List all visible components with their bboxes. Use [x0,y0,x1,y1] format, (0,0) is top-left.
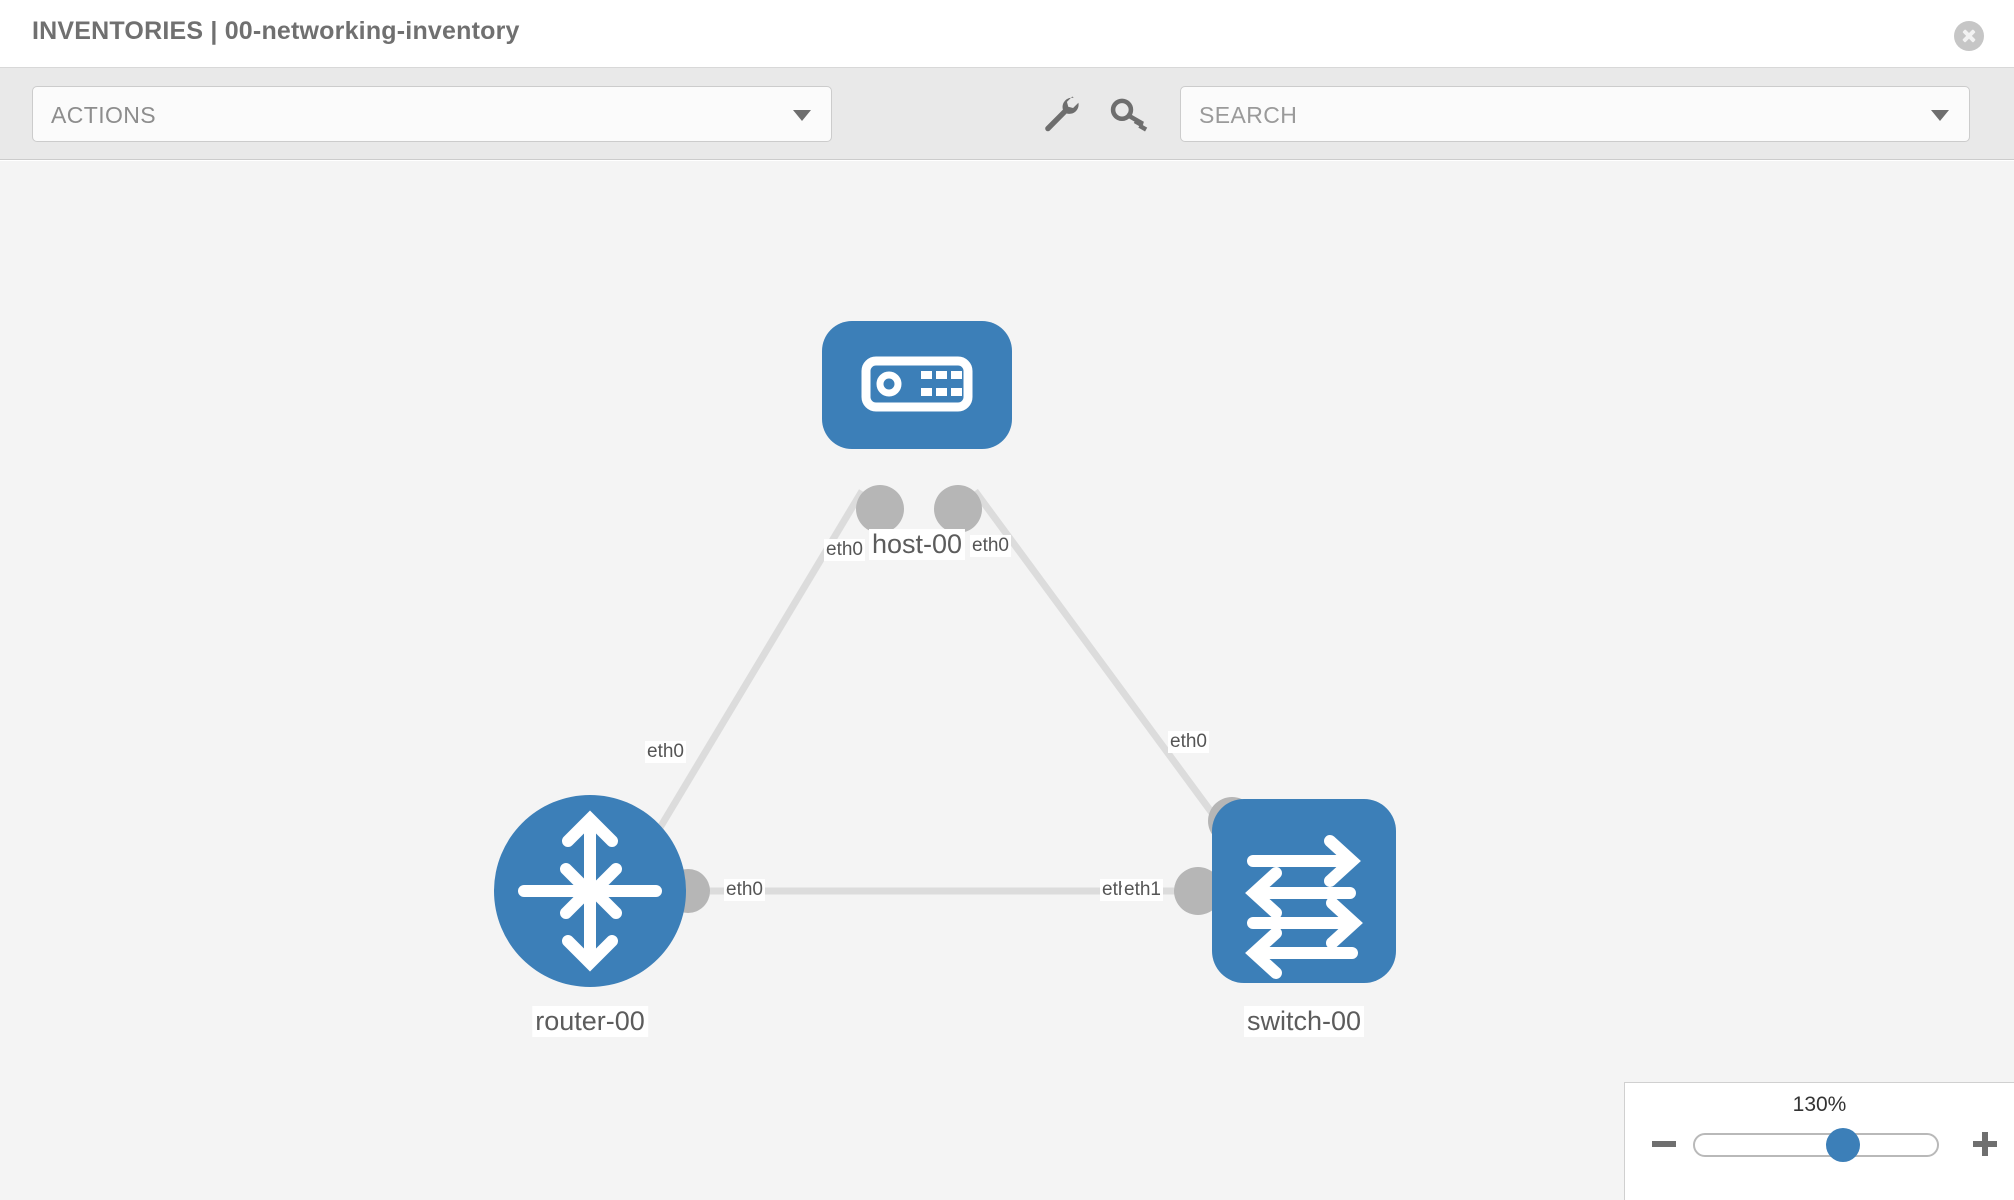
edge-label-switch-eth0-up: eth0 [1168,731,1209,753]
minus-icon[interactable] [1647,1127,1681,1161]
actions-dropdown-label: ACTIONS [51,102,157,128]
zoom-level-label: 130% [1792,1093,1847,1116]
node-label-host: host-00 [868,529,966,561]
edge-host-switch [972,488,1243,854]
port-switch-left [1174,867,1222,915]
plus-icon-bar-v [1982,1132,1988,1156]
edge-label-router-eth0-up: eth0 [645,741,686,763]
toolbar: ACTIONS SEARCH [0,68,2014,160]
key-icon[interactable] [1108,93,1150,135]
page-title: INVENTORIES | 00-networking-inventory [32,17,520,45]
edge-label-host-eth0-left: eth0 [824,539,865,561]
search-input[interactable]: SEARCH [1180,86,1970,142]
minus-icon-bar [1652,1141,1676,1147]
zoom-slider[interactable] [1693,1128,1939,1162]
page-header: INVENTORIES | 00-networking-inventory [0,0,2014,68]
topology-graph [494,321,1396,987]
edge-label-host-eth0-right: eth0 [970,535,1011,557]
zoom-control-panel: 130% [1624,1082,2014,1200]
node-router-00[interactable] [494,795,686,987]
close-icon[interactable] [1954,21,1984,51]
plus-icon[interactable] [1968,1127,2002,1161]
server-icon [861,356,973,412]
zoom-slider-thumb[interactable] [1825,1128,1860,1162]
chevron-down-icon[interactable] [1931,110,1949,121]
node-host-00[interactable] [822,321,1012,449]
topology-canvas[interactable]: host-00 router-00 switch-00 eth0 eth0 et… [0,161,2014,1200]
router-arrows-icon [518,810,662,972]
edge-label-switch-eth1: eth1 [1122,879,1163,901]
search-placeholder: SEARCH [1199,102,1298,128]
port-host-right [934,485,982,533]
switch-arrows-icon [1245,835,1363,979]
node-switch-00[interactable] [1212,799,1396,983]
port-host-left [856,485,904,533]
wrench-icon[interactable] [1040,93,1082,135]
edge-label-router-eth0: eth0 [724,879,765,901]
actions-dropdown[interactable]: ACTIONS [32,86,832,142]
node-label-router: router-00 [532,1006,648,1038]
node-label-switch: switch-00 [1243,1006,1365,1038]
chevron-down-icon [793,110,811,121]
